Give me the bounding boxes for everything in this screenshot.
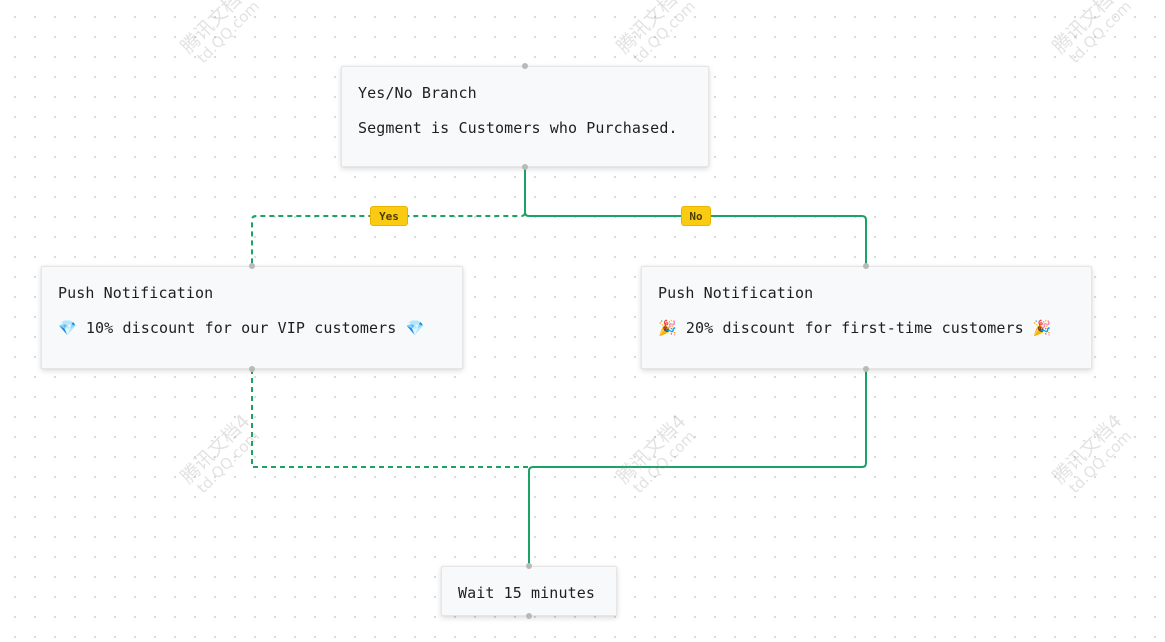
no-branch-label[interactable]: No — [681, 206, 711, 226]
message-text: 20% discount for first-time customers — [685, 319, 1024, 337]
input-port[interactable] — [863, 263, 869, 269]
no-label-text: No — [689, 210, 703, 223]
output-port[interactable] — [249, 366, 255, 372]
node-message: 🎉 20% discount for first-time customers … — [658, 319, 1052, 337]
node-title: Wait 15 minutes — [458, 584, 595, 602]
wait-node[interactable]: Wait 15 minutes — [441, 566, 617, 616]
yes-branch-label[interactable]: Yes — [370, 206, 408, 226]
connector-first-to-wait[interactable] — [528, 369, 867, 566]
output-port[interactable] — [522, 164, 528, 170]
node-description: Segment is Customers who Purchased. — [358, 119, 678, 137]
party-popper-icon: 🎉 — [1032, 319, 1052, 337]
node-title: Push Notification — [58, 284, 214, 302]
output-port[interactable] — [863, 366, 869, 372]
connector-vip-to-wait[interactable] — [251, 369, 529, 468]
push-notification-vip-node[interactable]: Push Notification 💎 10% discount for our… — [41, 266, 463, 369]
push-notification-first-time-node[interactable]: Push Notification 🎉 20% discount for fir… — [641, 266, 1092, 369]
input-port[interactable] — [526, 563, 532, 569]
output-port[interactable] — [526, 613, 532, 619]
gem-icon: 💎 — [58, 319, 77, 337]
yes-label-text: Yes — [379, 210, 399, 223]
input-port[interactable] — [249, 263, 255, 269]
gem-icon: 💎 — [405, 319, 425, 337]
node-message: 💎 10% discount for our VIP customers 💎 — [58, 319, 424, 337]
node-title: Push Notification — [658, 284, 814, 302]
message-text: 10% discount for our VIP customers — [85, 319, 397, 337]
node-title: Yes/No Branch — [358, 84, 477, 102]
party-popper-icon: 🎉 — [658, 319, 677, 337]
input-port[interactable] — [522, 63, 528, 69]
yes-no-branch-node[interactable]: Yes/No Branch Segment is Customers who P… — [341, 66, 709, 167]
